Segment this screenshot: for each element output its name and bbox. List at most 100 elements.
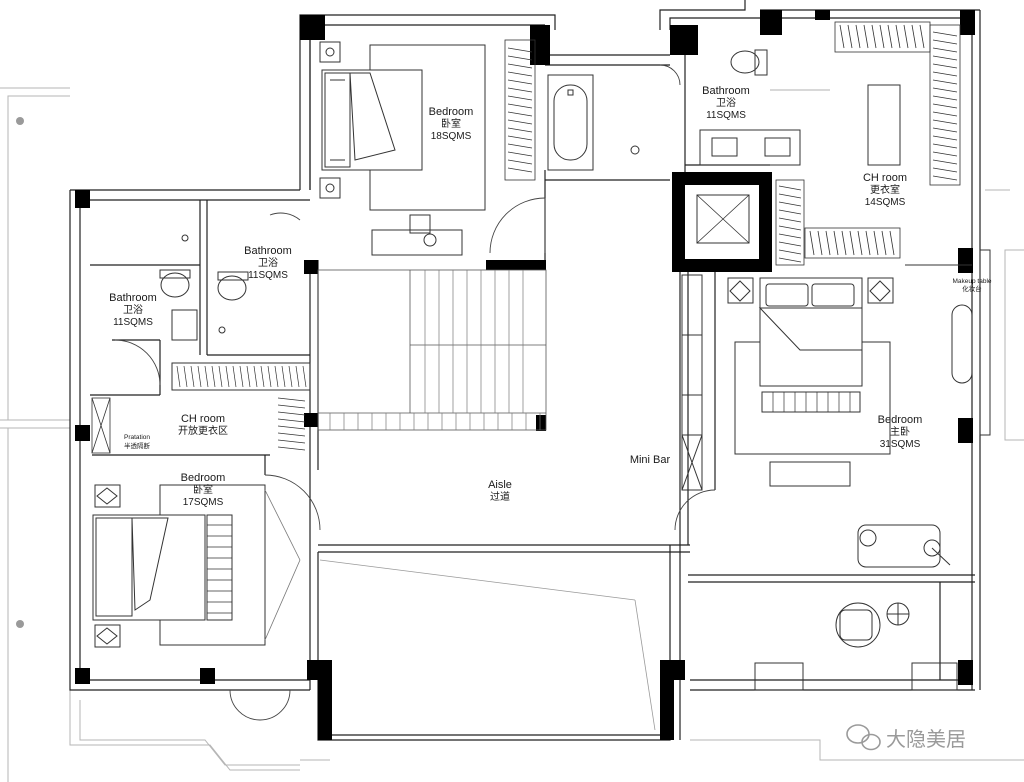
hatch-line <box>277 411 306 416</box>
door-swings <box>114 64 716 721</box>
stair-treads <box>329 270 541 430</box>
hatch-line <box>277 397 306 402</box>
hatch-line <box>778 185 802 191</box>
hatch-line <box>778 193 802 199</box>
room-label-aisle: Aisle 过道 <box>488 479 512 503</box>
hatch-line <box>507 79 533 85</box>
hatch-line <box>507 63 533 69</box>
partition-screen <box>91 397 111 454</box>
wardrobe-left <box>171 362 311 391</box>
bed-bench <box>207 392 851 614</box>
column-marker <box>16 117 24 125</box>
makeup-table-name-cn: 化妆台 <box>962 284 982 293</box>
room-name-en: Mini Bar <box>630 454 671 466</box>
bed-top <box>321 44 486 211</box>
hatch-line <box>218 365 223 388</box>
hatch-line <box>176 365 181 388</box>
hatch-line <box>932 63 958 69</box>
hatch-line <box>302 365 307 388</box>
hatch-line <box>778 249 802 255</box>
hatch-line <box>932 135 958 141</box>
hatch-line <box>204 365 209 388</box>
hatch-line <box>932 167 958 173</box>
hatch-line <box>895 24 901 49</box>
room-label-bathroom-left: Bathroom 卫浴 11SQMS <box>109 292 157 328</box>
hatch-line <box>507 143 533 149</box>
hatch-line <box>260 365 265 388</box>
hatch-line <box>507 151 533 157</box>
room-name-cn: 卧室 <box>193 483 213 496</box>
room-name-en: Bathroom <box>244 245 292 257</box>
hatch-line <box>778 233 802 239</box>
hatch-line <box>932 79 958 85</box>
hatch-line <box>507 127 533 133</box>
partition-name-en: Pratation <box>124 434 150 441</box>
room-name-en: CH room <box>181 413 225 425</box>
hatch-line <box>778 209 802 215</box>
hatch-line <box>225 365 230 388</box>
hatch-line <box>932 143 958 149</box>
hatch-line <box>277 432 306 437</box>
room-name-cn: 卧室 <box>441 117 461 130</box>
room-name-cn: 过道 <box>490 490 510 503</box>
room-label-ch-room-right: CH room 更衣室 14SQMS <box>863 172 907 208</box>
hatch-line <box>841 230 847 256</box>
hatch-line <box>253 365 258 388</box>
hatch-line <box>839 24 845 49</box>
hatch-line <box>932 127 958 133</box>
hatch-line <box>277 439 306 444</box>
room-label-mini-bar: Mini Bar <box>630 454 671 466</box>
hatch-line <box>778 257 802 263</box>
room-area: 31SQMS <box>880 439 921 450</box>
hatch-line <box>932 151 958 157</box>
room-name-cn: 卫浴 <box>716 97 736 109</box>
hatch-line <box>932 159 958 165</box>
window-right <box>979 249 991 436</box>
hatch-line <box>277 425 306 430</box>
hatch-line <box>865 230 871 256</box>
hatch-line <box>932 111 958 117</box>
hatch-line <box>277 404 306 409</box>
balcony-window <box>754 662 958 691</box>
staircase <box>317 269 547 431</box>
hatch-line <box>507 87 533 93</box>
hatch-line <box>211 365 216 388</box>
lounge-chair <box>857 524 951 568</box>
hatch-line <box>507 95 533 101</box>
hatch-line <box>267 365 272 388</box>
hatch-line <box>857 230 863 256</box>
hatch-line <box>281 365 286 388</box>
wardrobe-frame <box>775 179 805 266</box>
toilet-left <box>159 269 191 298</box>
desk-top <box>371 214 463 256</box>
watermark-text: 大隐美居 <box>886 727 966 751</box>
wardrobe-hangers <box>775 21 961 266</box>
aisle-skylight <box>319 559 656 731</box>
hatch-line <box>288 365 293 388</box>
hatch-line <box>277 418 306 423</box>
label-partition: Pratation 半透隔断 <box>124 434 151 450</box>
hatch-line <box>778 241 802 247</box>
hatch-line <box>239 365 244 388</box>
hatch-line <box>507 71 533 77</box>
bed-left <box>92 484 266 646</box>
wechat-icon <box>846 724 881 751</box>
room-label-ch-room-left: CH room 开放更衣区 <box>178 413 228 437</box>
wardrobe-hangers <box>176 365 307 451</box>
room-label-bathroom-mid: Bathroom 卫浴 11SQMS <box>244 245 292 281</box>
hatch-line <box>507 111 533 117</box>
makeup-table-unit <box>905 264 973 384</box>
hatch-line <box>932 31 958 37</box>
room-name-cn: 开放更衣区 <box>178 424 228 437</box>
master-nightstand <box>727 277 894 304</box>
hatch-line <box>833 230 839 256</box>
hatch-line <box>881 230 887 256</box>
hatch-line <box>911 24 917 49</box>
hatch-line <box>817 230 823 256</box>
hatch-line <box>932 119 958 125</box>
nightstand-top <box>319 41 341 199</box>
terrace-outlines <box>0 87 1024 782</box>
elevator-shaft <box>672 172 772 272</box>
floor-drain <box>630 145 640 155</box>
room-area: 11SQMS <box>248 270 288 281</box>
